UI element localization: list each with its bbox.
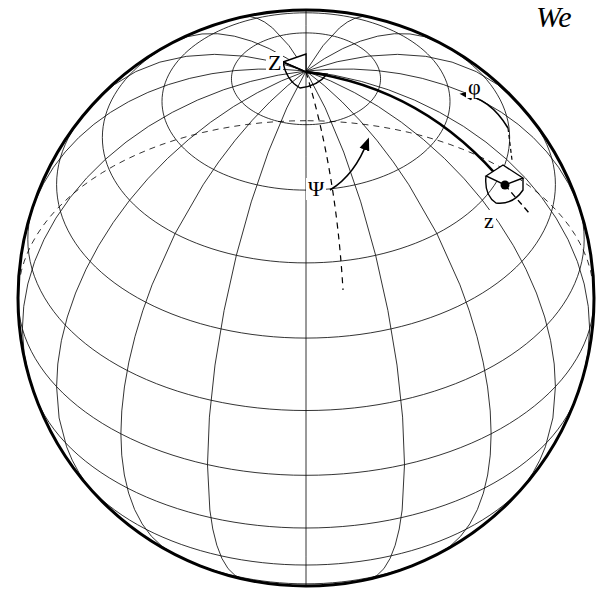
great-circle-arc bbox=[306, 72, 505, 185]
source-sector bbox=[283, 62, 327, 88]
heading-fragment: We bbox=[536, 2, 572, 32]
reference-meridian bbox=[306, 72, 343, 290]
station-sector bbox=[486, 176, 523, 203]
graticule-lines bbox=[18, 10, 594, 586]
back-azimuth-arc bbox=[462, 94, 508, 128]
globe-outline bbox=[18, 10, 594, 586]
azimuth-label: Ψ bbox=[306, 178, 326, 200]
station-label: z bbox=[482, 210, 496, 232]
hidden-parallel bbox=[18, 121, 594, 298]
station-dot bbox=[501, 181, 510, 190]
local-north bbox=[508, 128, 512, 160]
azimuth-arc bbox=[330, 140, 368, 190]
graticule bbox=[18, 10, 594, 586]
back-azimuth-label: φ bbox=[466, 76, 483, 98]
source-label: Z bbox=[266, 52, 283, 74]
great-circle-extension bbox=[505, 185, 530, 214]
